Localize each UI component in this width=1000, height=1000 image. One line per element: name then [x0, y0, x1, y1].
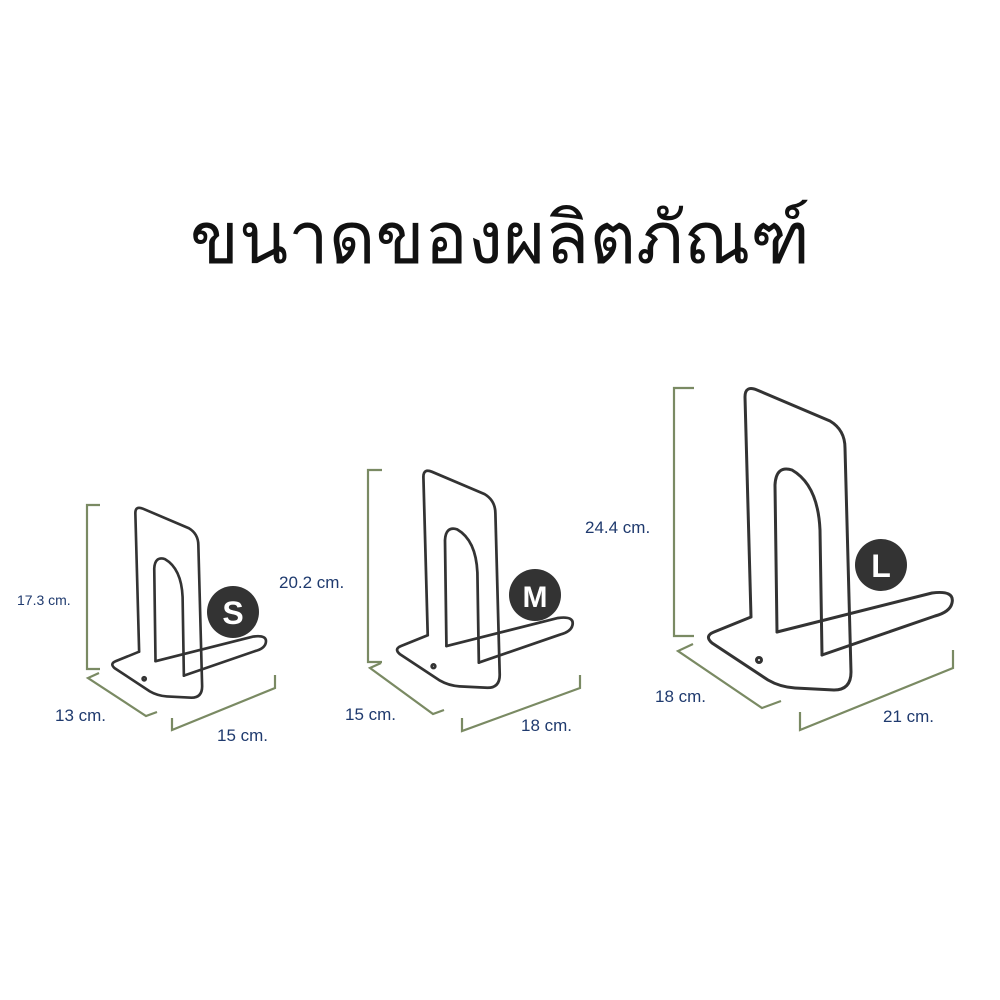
width-label-small: 15 cm. [217, 726, 268, 745]
width-label-medium: 18 cm. [521, 716, 572, 735]
size-badge-m: M [509, 569, 561, 621]
height-label-large: 24.4 cm. [585, 518, 650, 537]
page-title: ขนาดของผลิตภัณฑ์ [189, 196, 811, 280]
depth-label-small: 13 cm. [55, 706, 106, 725]
width-dimension-large [798, 650, 955, 732]
depth-label-large: 18 cm. [655, 687, 706, 706]
height-dimension-large [672, 386, 694, 638]
svg-text:M: M [523, 581, 548, 614]
height-dimension-small [85, 503, 100, 671]
width-label-large: 21 cm. [883, 707, 934, 726]
height-dimension-medium [366, 468, 382, 664]
height-label-small: 17.3 cm. [17, 592, 71, 608]
depth-dimension-small [85, 671, 158, 718]
width-dimension-medium [460, 675, 582, 733]
svg-text:L: L [871, 548, 891, 584]
size-badge-l: L [855, 539, 907, 591]
depth-dimension-medium [367, 661, 445, 716]
height-label-medium: 20.2 cm. [279, 573, 344, 592]
size-badge-s: S [207, 586, 259, 638]
depth-label-medium: 15 cm. [345, 705, 396, 724]
svg-text:S: S [222, 595, 243, 631]
bookend-large-drawing [706, 387, 954, 692]
width-dimension-small [170, 675, 277, 732]
depth-dimension-large [675, 643, 782, 710]
